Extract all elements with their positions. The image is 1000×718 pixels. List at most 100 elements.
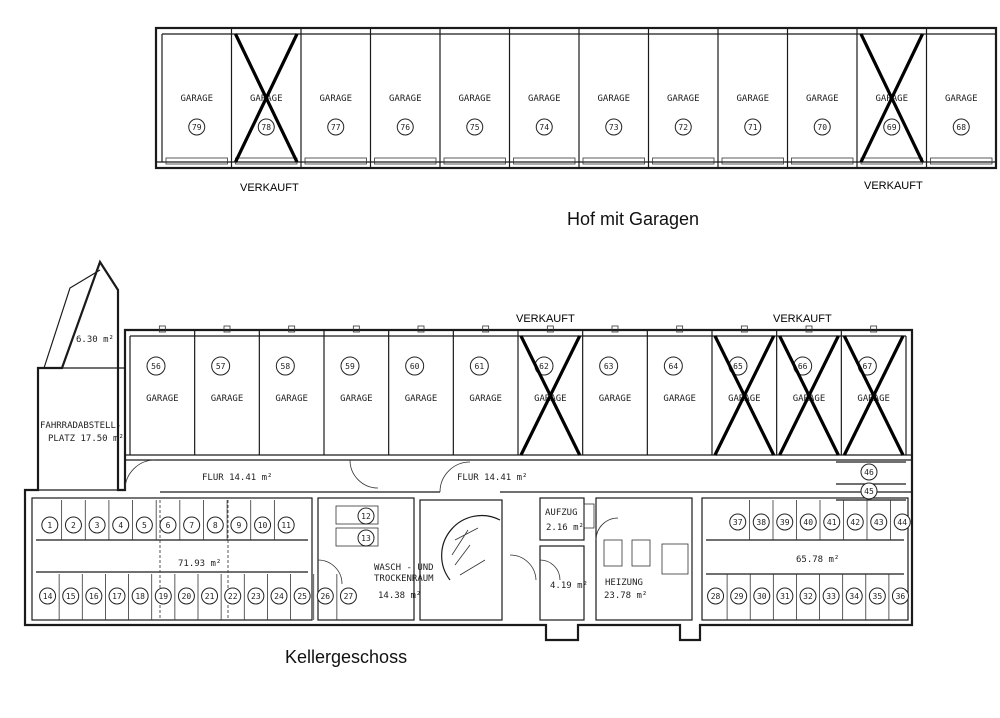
garage-62[interactable]: 62GARAGE [517,325,582,456]
garage-78[interactable]: GARAGE78 [234,28,302,168]
garage-67[interactable]: 67GARAGE [840,325,905,456]
svg-text:70: 70 [817,123,827,132]
sold-cross [859,33,924,163]
svg-text:60: 60 [410,362,420,371]
garage-label: GARAGE [945,94,978,104]
cellar-22: 22 [224,587,242,605]
svg-text:58: 58 [281,362,291,371]
cellar-21: 21 [201,587,219,605]
storage-right-area: 65.78 m² [796,555,839,565]
svg-text:20: 20 [182,592,192,601]
svg-text:22: 22 [228,592,238,601]
svg-text:1: 1 [47,521,52,530]
svg-text:59: 59 [345,362,355,371]
svg-text:8: 8 [213,521,218,530]
cellar-19: 19 [154,587,172,605]
cellar-24: 24 [270,587,288,605]
cellar-46: 46 [860,463,878,481]
svg-text:37: 37 [733,518,743,527]
svg-text:45: 45 [864,487,874,496]
garage-number: 60 [405,356,425,376]
garage-number: 58 [275,356,295,376]
cellar-31: 31 [776,587,794,605]
svg-text:33: 33 [826,592,836,601]
svg-text:5: 5 [142,521,147,530]
garage-number: 76 [396,118,414,136]
wash-room-label: WASCH - UND [374,563,434,573]
svg-text:56: 56 [151,362,161,371]
wash-room-label-2: TROCKENRAUM [374,574,434,584]
sold-label-62: VERKAUFT [516,313,575,325]
garage-label: GARAGE [736,94,769,104]
svg-text:69: 69 [887,123,897,132]
garage-number: 63 [599,356,619,376]
svg-text:34: 34 [849,592,859,601]
svg-text:40: 40 [803,518,813,527]
garage-77[interactable]: GARAGE 77 [304,28,372,168]
garage-number: 61 [469,356,489,376]
garage-69[interactable]: GARAGE69 [859,28,928,168]
sold-cross [519,335,582,456]
svg-text:31: 31 [780,592,790,601]
cellar-10: 10 [254,516,272,534]
garage-label: GARAGE [597,94,630,104]
svg-text:38: 38 [756,518,766,527]
svg-text:19: 19 [158,592,168,601]
cellar-36: 36 [891,587,909,605]
basement-garages: 56GARAGE57GARAGE58GARAGE59GARAGE60GARAGE… [146,325,905,456]
garage-number: 70 [813,118,831,136]
cellar-25: 25 [293,587,311,605]
cellar-14: 14 [39,587,57,605]
sold-cross [234,33,299,163]
cellar-13: 13 [357,529,375,547]
garage-label: GARAGE [340,394,373,404]
cellar-2: 2 [64,516,82,534]
heating-area: 23.78 m² [604,591,647,601]
bike-room-area: PLATZ 17.50 m² [48,434,124,444]
svg-text:36: 36 [896,592,906,601]
garage-number: 78 [257,118,275,136]
cellar-12: 12 [357,507,375,525]
svg-text:30: 30 [757,592,767,601]
cellar-41: 41 [823,513,841,531]
sold-cross [778,335,840,456]
cellar-30: 30 [753,587,771,605]
garage-label: GARAGE [319,94,352,104]
cellar-1: 1 [41,516,59,534]
cellar-3: 3 [88,516,106,534]
svg-text:3: 3 [95,521,100,530]
garage-66[interactable]: 66GARAGE [776,325,840,456]
garage-label: GARAGE [405,394,438,404]
garage-65[interactable]: 65GARAGE [711,325,776,456]
svg-text:77: 77 [331,123,341,132]
cellar-40: 40 [799,513,817,531]
svg-text:16: 16 [89,592,99,601]
cellar-27: 27 [339,587,357,605]
yard-garages: GARAGE79GARAGE78GARAGE77GARAGE76GARAGE75… [165,28,997,168]
svg-text:15: 15 [66,592,76,601]
garage-number: 75 [466,118,484,136]
garage-label: GARAGE [180,94,213,104]
cellar-11: 11 [277,516,295,534]
cellar-32: 32 [799,587,817,605]
yard-garage-block: GARAGE79GARAGE78GARAGE77GARAGE76GARAGE75… [154,26,998,170]
